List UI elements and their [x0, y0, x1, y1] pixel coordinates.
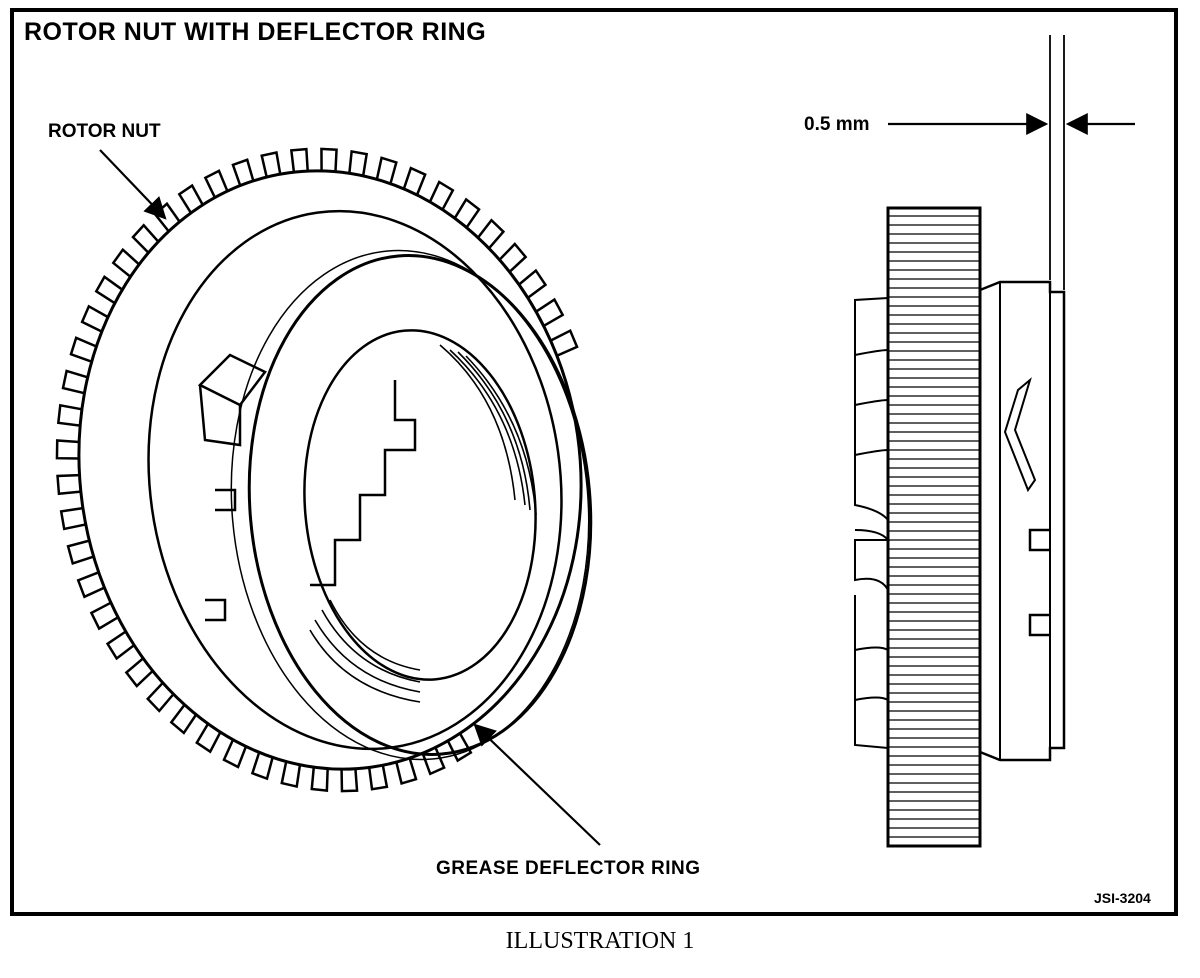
rotor-nut-tooth: [477, 218, 506, 250]
rotor-nut-tooth: [340, 768, 359, 793]
rotor-nut-tooth: [59, 506, 87, 531]
rotor-nut-tooth: [310, 767, 329, 792]
rotor-nut-tooth: [498, 242, 528, 273]
rotor-nut-tooth: [56, 403, 83, 427]
rotor-nut-tooth: [131, 223, 160, 254]
rotor-nut-tooth: [375, 156, 398, 185]
rotor-nut-tooth: [177, 183, 204, 214]
figure-caption: ILLUSTRATION 1: [505, 928, 695, 954]
rotor-nut-tooth: [169, 703, 198, 735]
rotor-nut-tooth: [56, 473, 81, 496]
rotor-nut-tooth: [535, 297, 565, 328]
rotor-nut-perspective: [55, 147, 593, 793]
rotor-nut-teeth: [55, 147, 579, 793]
rotor-nut-tooth: [402, 166, 427, 196]
rotor-nut-side-view: [854, 35, 1066, 848]
rotor-nut-tooth: [222, 739, 248, 769]
rotor-nut-tooth: [367, 764, 389, 791]
rotor-nut-tooth: [453, 197, 481, 229]
rotor-nut-tooth: [428, 180, 455, 211]
diagram-title: ROTOR NUT WITH DEFLECTOR RING: [24, 18, 487, 46]
rotor-nut-tooth: [550, 328, 579, 357]
illustration-frame: [10, 8, 1178, 916]
rotor-nut-tooth: [69, 336, 97, 363]
rotor-nut-tooth: [105, 630, 135, 661]
rotor-nut-bore: [303, 329, 537, 681]
grease-deflector-ring-label: GREASE DEFLECTOR RING: [436, 858, 701, 879]
rotor-nut-tooth: [395, 757, 418, 786]
grease-deflector-ring-outer: [247, 254, 593, 756]
rotor-nut-tooth: [76, 571, 105, 599]
grease-ring-arrow: [473, 723, 601, 846]
rotor-nut-tooth: [89, 601, 119, 631]
rotor-nut-tooth: [289, 147, 309, 173]
rotor-nut-tooth: [203, 169, 229, 199]
rotor-nut-tooth: [124, 657, 154, 688]
rotor-nut-tooth: [80, 304, 109, 333]
rotor-nut-tooth: [250, 751, 274, 781]
rotor-nut-tooth: [348, 149, 369, 177]
rotor-nut-tooth: [153, 201, 181, 233]
rotor-nut-tooth: [55, 439, 80, 460]
rotor-nut-tooth: [94, 275, 124, 305]
rotor-nut-tooth: [231, 158, 255, 187]
rotor-nut-tooth: [111, 247, 140, 278]
rotor-nut-arrow: [99, 149, 167, 220]
rotor-nut-label: ROTOR NUT: [48, 121, 161, 142]
rotor-nut-tooth: [280, 761, 302, 789]
rotor-nut-tooth: [146, 681, 175, 713]
rotor-nut-tooth: [446, 732, 473, 763]
rotor-nut-tooth: [320, 147, 338, 172]
leader-arrows: [99, 113, 1135, 846]
rotor-nut-tooth: [66, 539, 95, 566]
rotor-nut-tooth: [260, 151, 282, 178]
figure-code: JSI-3204: [1094, 890, 1151, 906]
gap-dimension-label: 0.5 mm: [804, 114, 870, 135]
rotor-nut-tooth: [61, 369, 89, 395]
rotor-nut-tooth: [195, 723, 222, 754]
rotor-nut-tooth: [518, 268, 548, 299]
